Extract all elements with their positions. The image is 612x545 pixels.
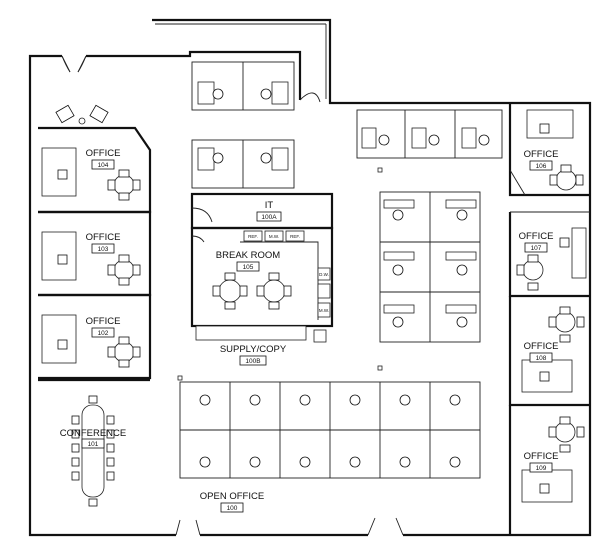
office-106-walls	[508, 103, 590, 197]
svg-text:OFFICE: OFFICE	[86, 148, 121, 159]
center-cubicles	[379, 191, 481, 343]
svg-text:109: 109	[536, 465, 547, 472]
break-room-tables	[212, 272, 292, 310]
svg-text:100A: 100A	[261, 214, 277, 221]
svg-text:OFFICE: OFFICE	[86, 316, 121, 327]
room-label-break-room: BREAK ROOM 105	[216, 250, 280, 272]
svg-text:BREAK ROOM: BREAK ROOM	[216, 250, 280, 261]
svg-text:105: 105	[243, 264, 254, 271]
svg-text:OFFICE: OFFICE	[524, 341, 559, 352]
svg-text:107: 107	[531, 245, 542, 252]
office-102-furniture	[41, 314, 141, 368]
svg-text:OPEN OFFICE: OPEN OFFICE	[200, 491, 264, 502]
it-room-walls	[190, 192, 334, 230]
room-label-office-107: OFFICE 107	[519, 231, 554, 253]
svg-text:IT: IT	[265, 200, 274, 211]
svg-text:REF.: REF.	[290, 234, 300, 239]
exterior-walls	[28, 18, 592, 537]
office-106-furniture	[526, 109, 584, 191]
break-room-walls	[190, 226, 334, 328]
svg-text:REF.: REF.	[248, 234, 258, 239]
room-label-office-108: OFFICE 108	[524, 341, 559, 363]
room-label-office-102: OFFICE 102	[86, 316, 121, 338]
svg-text:100B: 100B	[245, 358, 260, 365]
office-107-furniture	[516, 227, 587, 291]
office-103-furniture	[41, 231, 141, 286]
svg-text:OFFICE: OFFICE	[86, 232, 121, 243]
room-label-office-103: OFFICE 103	[86, 232, 121, 254]
appliance-labels: REF. M.W. REF. D.W. M.W.	[248, 234, 329, 313]
svg-text:OFFICE: OFFICE	[524, 149, 559, 160]
svg-text:OFFICE: OFFICE	[519, 231, 554, 242]
room-label-office-109: OFFICE 109	[524, 451, 559, 473]
supply-copy-counter	[195, 325, 327, 343]
svg-text:OFFICE: OFFICE	[524, 451, 559, 462]
svg-text:104: 104	[98, 162, 109, 169]
svg-text:D.W.: D.W.	[319, 272, 329, 277]
office-102-walls	[38, 293, 152, 380]
svg-text:103: 103	[98, 246, 109, 253]
entry-doors	[61, 55, 404, 536]
top-right-cubicles	[356, 109, 503, 159]
svg-text:108: 108	[536, 355, 547, 362]
room-label-office-104: OFFICE 104	[86, 148, 121, 170]
svg-text:SUPPLY/COPY: SUPPLY/COPY	[220, 344, 287, 355]
conference-table	[71, 395, 115, 507]
room-label-open-office: OPEN OFFICE 100	[200, 491, 264, 513]
room-label-it: IT 100A	[256, 200, 282, 222]
office-108-furniture	[521, 306, 585, 393]
svg-text:M.W.: M.W.	[269, 234, 279, 239]
room-label-supply-copy: SUPPLY/COPY 100B	[220, 344, 287, 366]
svg-text:M.W.: M.W.	[319, 308, 329, 313]
column-markers	[177, 167, 383, 381]
upper-cubicles	[191, 61, 295, 189]
room-label-office-106: OFFICE 106	[524, 149, 559, 171]
svg-text:101: 101	[88, 441, 99, 448]
office-104-furniture	[41, 147, 141, 201]
svg-text:100: 100	[227, 505, 238, 512]
break-room-counter	[240, 230, 331, 320]
svg-text:106: 106	[536, 163, 547, 170]
open-office-cubicles	[179, 381, 481, 479]
lobby-chairs	[55, 104, 109, 125]
svg-text:CONFERENCE: CONFERENCE	[60, 428, 127, 439]
room-label-conference: CONFERENCE 101	[60, 428, 127, 449]
svg-text:102: 102	[98, 330, 109, 337]
